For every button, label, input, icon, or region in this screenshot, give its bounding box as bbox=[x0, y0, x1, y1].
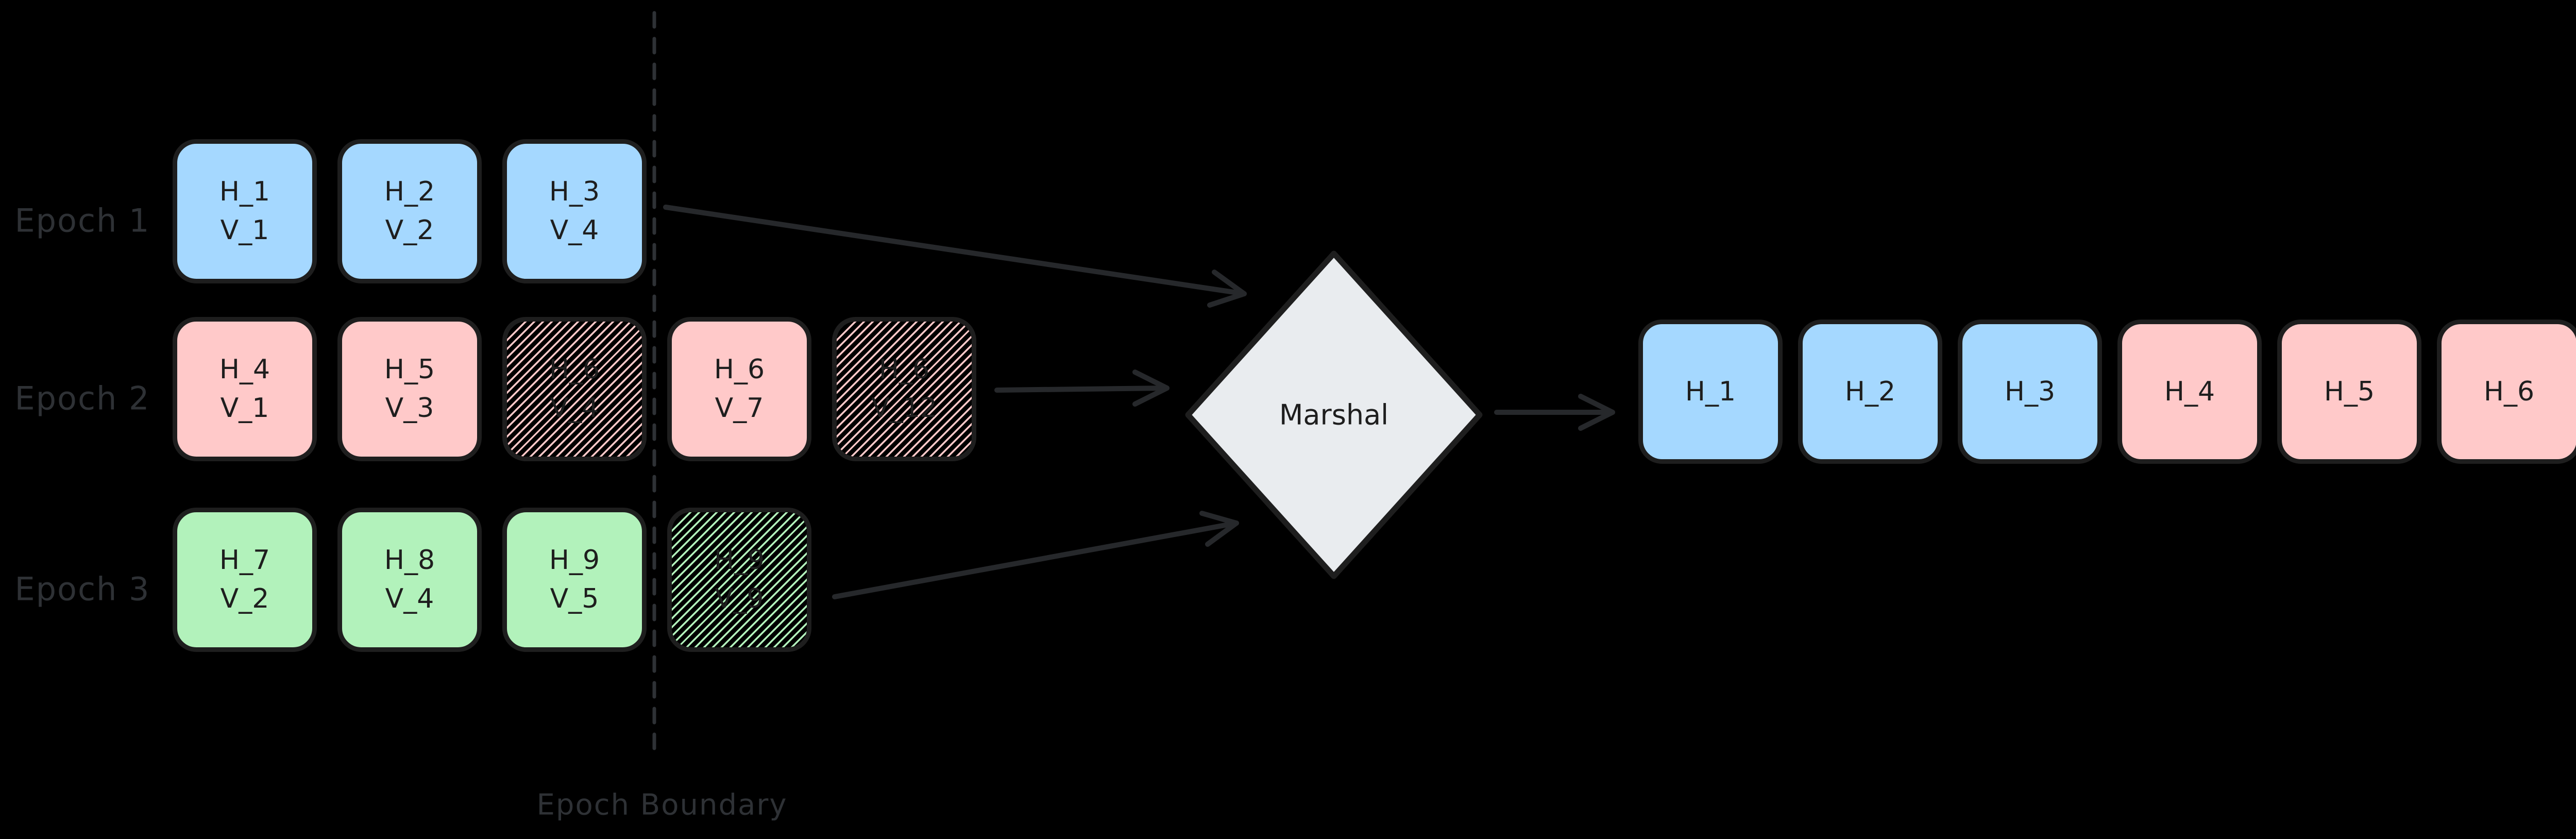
box-v-label: V_12 bbox=[871, 393, 937, 424]
epoch-label-2: Epoch 2 bbox=[14, 379, 150, 417]
output-box-label: H_6 bbox=[2483, 376, 2535, 407]
output-box[interactable]: H_3 bbox=[1958, 320, 2102, 464]
box-v-label: V_9 bbox=[715, 583, 764, 614]
marshal-label: Marshal bbox=[1279, 398, 1389, 431]
box-h-label: H_8 bbox=[384, 544, 435, 576]
marshal-diamond[interactable] bbox=[1185, 250, 1483, 579]
box-h-label: H_6 bbox=[878, 354, 930, 385]
box-h-label: H_1 bbox=[219, 176, 270, 207]
arrow-marshal-to-output[interactable] bbox=[1494, 394, 1615, 431]
box-v-label: V_1 bbox=[220, 393, 269, 424]
output-box-label: H_1 bbox=[1685, 376, 1736, 407]
box-h-label: H_4 bbox=[219, 354, 270, 385]
output-box-label: H_4 bbox=[2164, 376, 2215, 407]
box-v-label: V_3 bbox=[385, 393, 434, 424]
output-box[interactable]: H_2 bbox=[1798, 320, 1942, 464]
box-v-label: V_5 bbox=[550, 583, 599, 614]
box-h-label: H_5 bbox=[384, 354, 435, 385]
arrow-epoch3-to-marshal[interactable] bbox=[832, 511, 1239, 599]
box-v-label: V_4 bbox=[385, 583, 434, 614]
arrow-epoch1-to-marshal[interactable] bbox=[663, 205, 1247, 308]
box-v-label: V_1 bbox=[220, 215, 269, 246]
box-v-label: V_4 bbox=[550, 215, 599, 246]
box-h-label: H_7 bbox=[219, 544, 270, 576]
output-box[interactable]: H_6 bbox=[2437, 320, 2576, 464]
output-box-label: H_3 bbox=[2004, 376, 2056, 407]
output-box[interactable]: H_4 bbox=[2117, 320, 2262, 464]
arrow-epoch2-to-marshal[interactable] bbox=[994, 370, 1170, 407]
box-h-label: H_9 bbox=[714, 544, 765, 576]
box-v-label: V_2 bbox=[220, 583, 269, 614]
epoch-label-1: Epoch 1 bbox=[14, 202, 150, 240]
box-h-label: H_6 bbox=[549, 354, 600, 385]
box-h-label: H_9 bbox=[549, 544, 600, 576]
output-box-label: H_2 bbox=[1844, 376, 1896, 407]
epoch-label-3: Epoch 3 bbox=[14, 570, 150, 608]
box-h-label: H_3 bbox=[549, 176, 600, 207]
box-v-label: V_2 bbox=[385, 215, 434, 246]
box-v-label: V_7 bbox=[715, 393, 764, 424]
box-h-label: H_6 bbox=[714, 354, 765, 385]
output-box[interactable]: H_5 bbox=[2277, 320, 2421, 464]
box-v-label: V_4 bbox=[550, 393, 599, 424]
box-h-label: H_2 bbox=[384, 176, 435, 207]
output-box[interactable]: H_1 bbox=[1638, 320, 1783, 464]
epoch-boundary-label: Epoch Boundary bbox=[536, 788, 788, 822]
output-box-label: H_5 bbox=[2324, 376, 2375, 407]
